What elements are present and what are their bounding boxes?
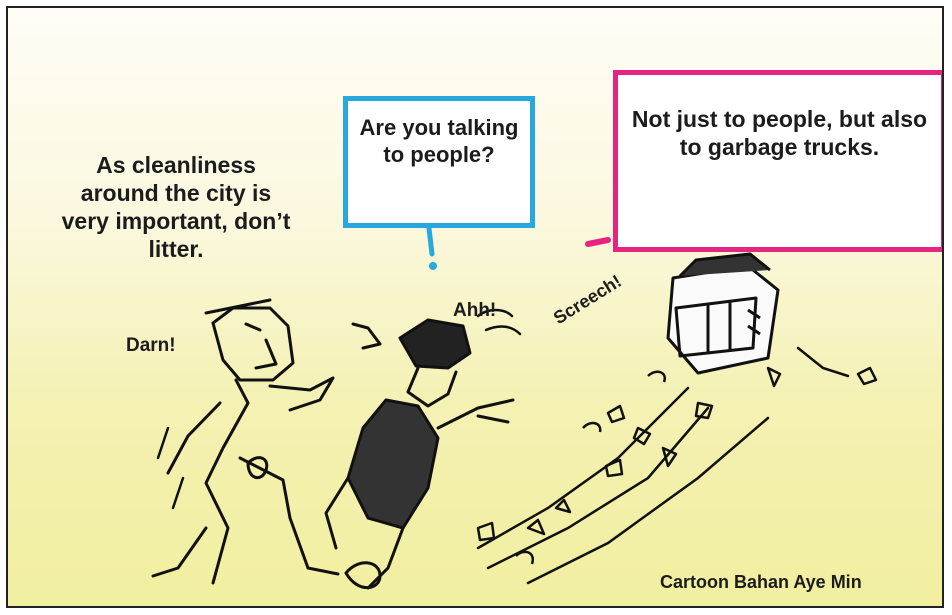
sound-effect-darn: Darn! xyxy=(126,335,176,356)
answer-text: Not just to people, but also to garbage … xyxy=(631,106,928,161)
question-speech-bubble: Are you talking to people? xyxy=(343,96,535,228)
garbage-truck xyxy=(666,252,780,375)
litter-pieces xyxy=(476,366,878,565)
sound-effect-ahh: Ahh! xyxy=(453,300,497,321)
answer-bubble-tail xyxy=(585,237,611,247)
motion-lines xyxy=(156,308,850,585)
falling-man-figure xyxy=(324,318,515,590)
man-figure xyxy=(151,298,340,585)
cartoonist-credit: Cartoon Bahan Aye Min xyxy=(660,572,862,592)
caption-text: As cleanliness around the city is very i… xyxy=(61,152,291,263)
cartoon-frame: As cleanliness around the city is very i… xyxy=(6,6,944,608)
question-text: Are you talking to people? xyxy=(359,115,519,167)
answer-speech-bubble: Not just to people, but also to garbage … xyxy=(613,70,942,252)
cartoon-drawing xyxy=(151,217,878,590)
